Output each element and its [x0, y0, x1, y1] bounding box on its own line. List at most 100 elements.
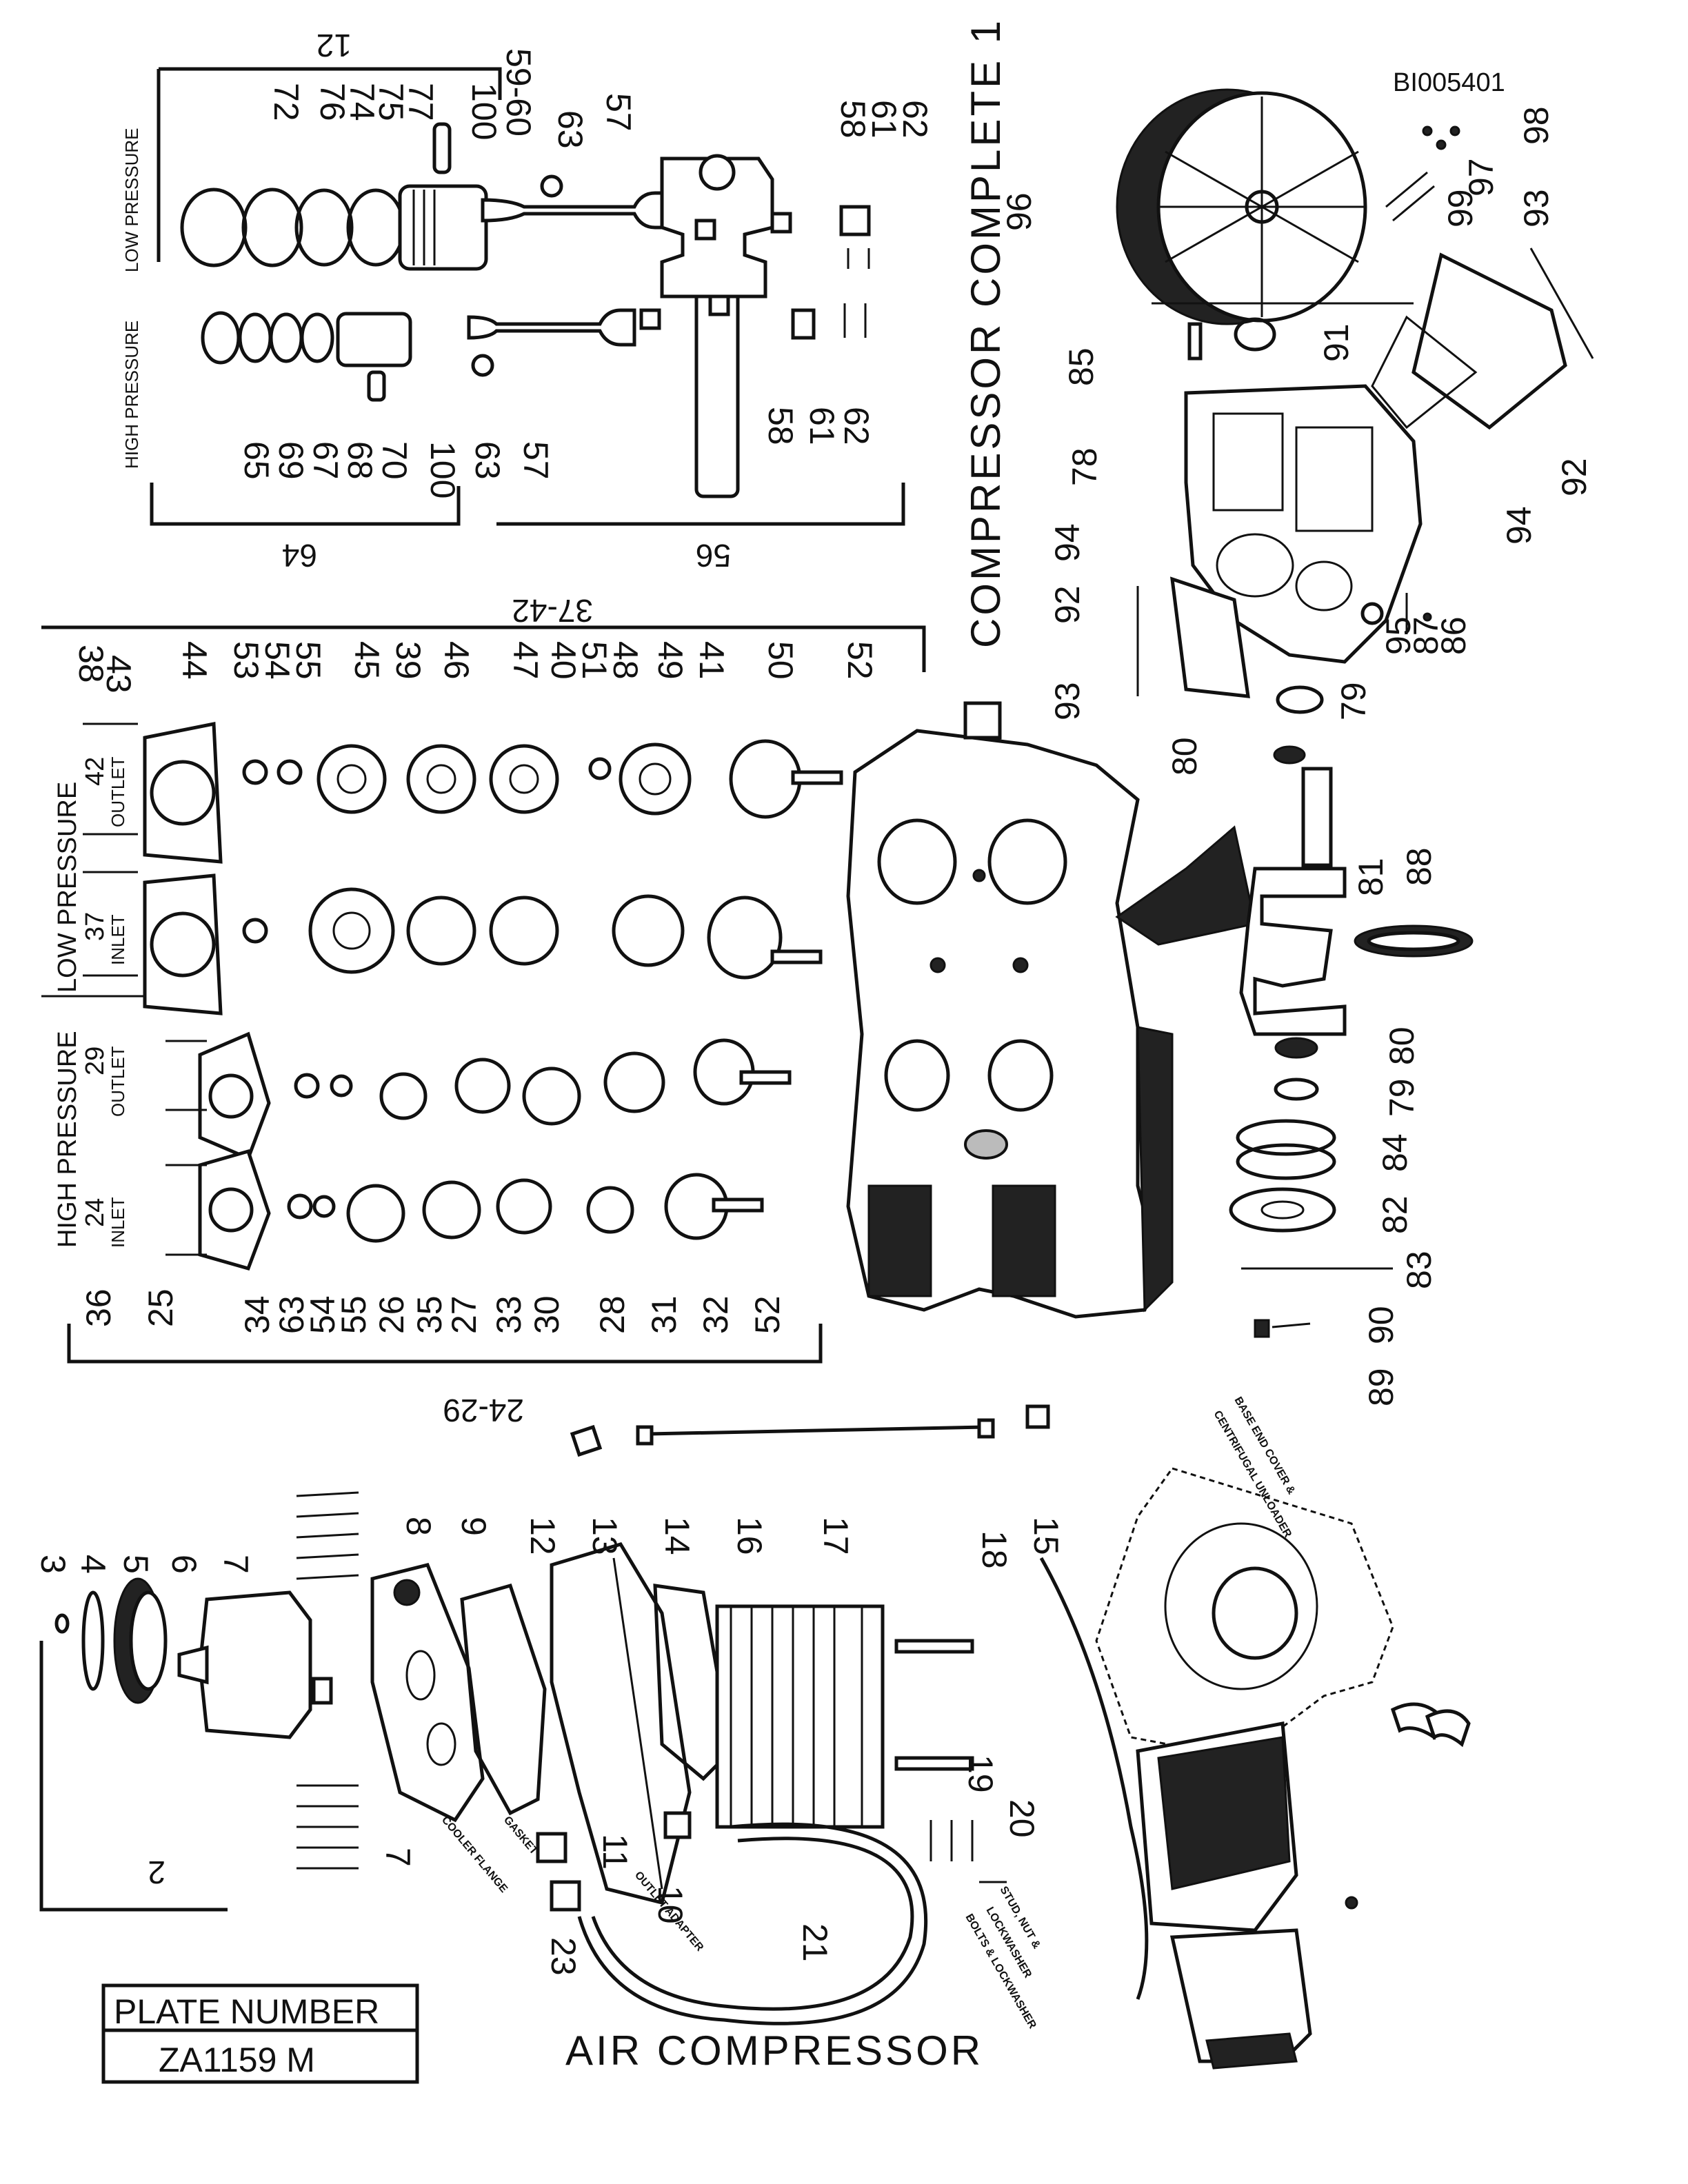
group-24-29-label: 24-29 [443, 1393, 524, 1428]
callout-75: 75 [372, 83, 410, 121]
bearing-cap-58a [839, 205, 871, 236]
cylinder-bore-2 [987, 818, 1067, 905]
cylinder-fins-assembled [1157, 1736, 1291, 1890]
hp-valve-callouts: 36 25 34 63 54 55 26 35 27 33 30 28 31 3… [79, 1288, 787, 1334]
valve-47 [489, 744, 559, 814]
hp-inlet-word: INLET [108, 1197, 128, 1248]
case-callouts: 96 85 91 78 94 92 93 97 98 99 93 92 94 [1000, 106, 1594, 720]
callout-46: 46 [437, 641, 476, 680]
fitting-89 [1254, 1319, 1270, 1338]
valve-46 [406, 744, 476, 814]
ring-72 [180, 188, 248, 267]
shim-84a [1236, 1119, 1336, 1156]
group-12-bracket [159, 67, 502, 100]
callout-96: 96 [1000, 192, 1038, 231]
callout-38: 38 [72, 645, 110, 683]
gasket-11 [536, 1832, 567, 1863]
cover-plate-92 [1411, 252, 1567, 430]
callout-70: 70 [375, 441, 414, 480]
cylinder-bore-1 [877, 818, 957, 905]
lp-valve-header: LOW PRESSURE [53, 782, 82, 993]
callout-55: 55 [289, 641, 328, 680]
callout-26: 26 [372, 1295, 411, 1334]
callout-74: 74 [343, 83, 381, 121]
pin-86 [1423, 612, 1432, 622]
diagram-subtitle: AIR COMPRESSOR [565, 2028, 983, 2074]
annotation-gasket: GASKET [501, 1814, 540, 1857]
reference-code: BI005401 [1393, 68, 1505, 97]
callout-35: 35 [410, 1295, 449, 1334]
lp-inlet-flange [143, 873, 223, 1015]
callout-40: 40 [544, 641, 583, 680]
callout-43: 43 [99, 655, 138, 694]
callout-81: 81 [1352, 858, 1390, 896]
crankshaft-group: 79 80 95 87 86 80 81 88 79 84 82 83 90 8… [1165, 593, 1474, 1406]
cylinder-fins-lower-left [867, 1184, 932, 1297]
callout-45: 45 [348, 641, 386, 680]
cylinder-fins-top [1115, 825, 1256, 946]
bearing-cap-58b [791, 308, 816, 340]
hp-valve-group: 24-29 HIGH PRESSURE 24 INLET 29 OUTLET [53, 1031, 823, 1428]
connecting-rod-hp [467, 308, 636, 347]
bearing-shell-b [1425, 1709, 1471, 1748]
callout-69: 69 [272, 441, 310, 480]
ring-79a [1276, 685, 1324, 714]
outlet-adapter-10 [663, 1811, 692, 1839]
callout-61a: 61 [865, 100, 903, 139]
callout-23: 23 [544, 1937, 583, 1976]
callout-9: 9 [454, 1517, 493, 1536]
callout-99: 99 [1441, 189, 1480, 228]
hp-piston [336, 312, 412, 367]
tube-16 [647, 1425, 987, 1436]
ring-76 [241, 188, 303, 267]
callout-63-lp: 63 [551, 110, 590, 149]
seal-91 [1234, 317, 1276, 352]
screw-52-lp [791, 770, 843, 785]
callout-19: 19 [961, 1755, 1000, 1793]
group-64-label: 64 [282, 538, 317, 574]
screw-52-hp [712, 1197, 764, 1213]
hp-piston-header: HIGH PRESSURE [121, 321, 142, 469]
group-12-label: 12 [316, 28, 352, 63]
fitting-15 [1025, 1404, 1050, 1429]
callout-41: 41 [692, 641, 731, 680]
piston-callouts: 72 76 74 75 77 100 59-60 63 57 65 69 67 … [237, 48, 934, 498]
valve-45 [316, 744, 387, 814]
callout-58b: 58 [761, 407, 800, 445]
callout-87: 87 [1407, 616, 1445, 655]
hp-inlet-flange [198, 1149, 271, 1271]
hp-outlet-number: 29 [81, 1046, 110, 1075]
hp-inlet-number: 24 [81, 1198, 110, 1227]
cooler-line [1039, 1557, 1149, 2000]
cooler-flange-23 [550, 1880, 581, 1912]
piston-group: 12 LOW PRESSURE HIGH PRESSURE [121, 28, 934, 574]
callout-80a: 80 [1165, 737, 1204, 776]
valve-31 [603, 1051, 665, 1113]
flywheel-crankcase-group: 96 85 91 78 94 92 93 97 98 99 93 92 94 [1000, 88, 1594, 720]
plate-number-label: PLATE NUMBER [114, 1992, 379, 2031]
cooler-pipe-21 [577, 1822, 928, 2025]
callout-72: 72 [267, 83, 305, 121]
callout-92a: 92 [1048, 585, 1087, 624]
intake-head-group: 2 [34, 1395, 1297, 2032]
group-37-42-bracket [41, 625, 926, 672]
callout-61b: 61 [803, 407, 841, 445]
callout-16: 16 [730, 1517, 769, 1555]
group-56-bracket [496, 483, 905, 526]
callout-97: 97 [1462, 158, 1500, 196]
callout-13: 13 [585, 1517, 624, 1555]
callout-65: 65 [237, 441, 276, 480]
callout-32: 32 [696, 1295, 735, 1334]
valve-49 [619, 742, 692, 816]
bushing-63-hp [471, 354, 494, 377]
callout-30: 30 [528, 1295, 566, 1334]
screws-93 [1529, 247, 1594, 359]
callout-62b: 62 [837, 407, 876, 445]
lp-valve-callouts: 38 43 44 53 54 55 45 39 46 47 40 51 48 4… [72, 641, 879, 694]
callout-27: 27 [445, 1295, 483, 1334]
callout-44: 44 [175, 641, 214, 680]
callout-10: 10 [651, 1885, 690, 1924]
callout-57-hp: 57 [516, 441, 555, 480]
callout-68: 68 [341, 441, 379, 480]
callout-53: 53 [227, 641, 265, 680]
